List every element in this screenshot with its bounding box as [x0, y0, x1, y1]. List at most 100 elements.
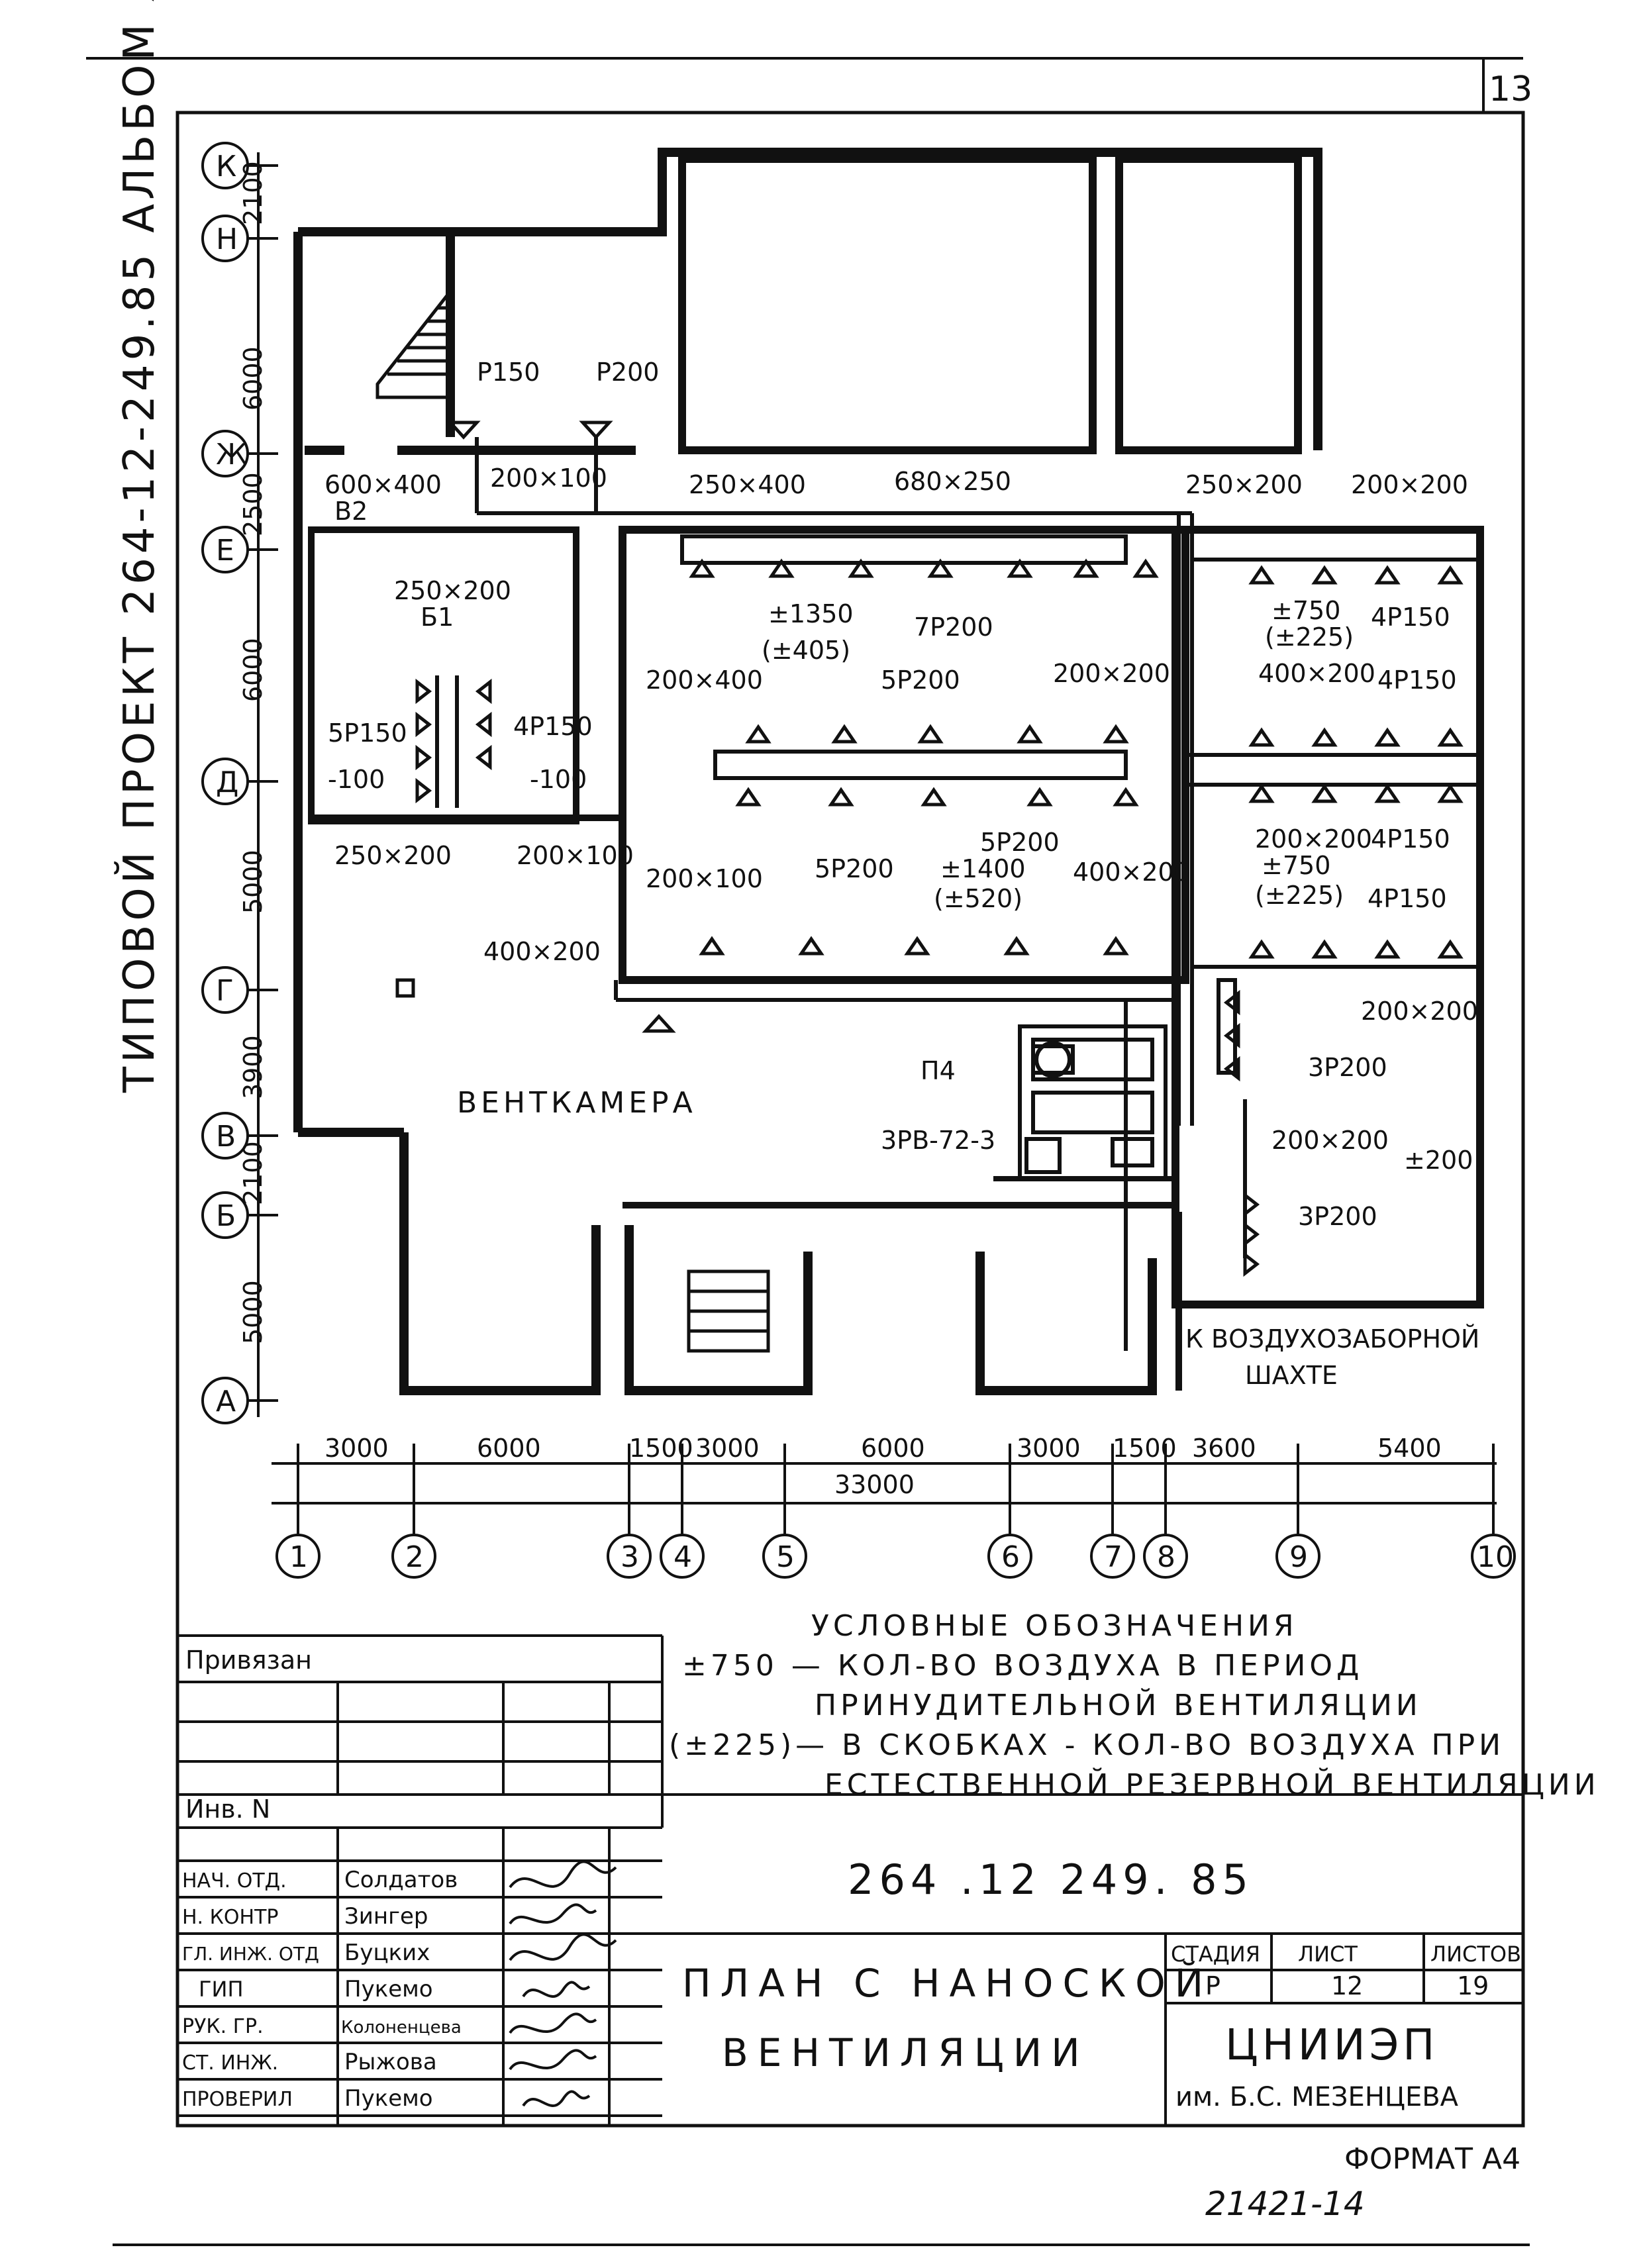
- column-dimension: 3000: [324, 1434, 389, 1463]
- row-dimension: 6000: [238, 638, 268, 702]
- duct-size-label: 200×200: [1351, 470, 1468, 499]
- format-label: ФОРМАТ А4: [1344, 2142, 1520, 2176]
- diffuser-group-label: 4P150: [1377, 666, 1457, 695]
- title-block: [177, 1634, 1523, 2126]
- column-axis-label: 9: [1289, 1540, 1308, 1574]
- system-label: B2: [334, 497, 368, 526]
- room-label: ВЕНТКАМЕРА: [457, 1086, 697, 1120]
- row-axis-label: Н: [216, 222, 238, 256]
- column-dimension: 1500: [629, 1434, 693, 1463]
- legend-line: ПРИНУДИТЕЛЬНОЙ ВЕНТИЛЯЦИИ: [815, 1687, 1422, 1722]
- airflow-reserve-value: (±520): [934, 884, 1022, 913]
- duct-size-label: 200×200: [1053, 659, 1170, 688]
- row-axes: [201, 142, 278, 1424]
- signature-role: СТ. ИНЖ.: [182, 2051, 278, 2075]
- duct-size-label: 200×400: [646, 666, 763, 695]
- column-axes: [272, 1444, 1516, 1579]
- diffuser-group-label: 4P150: [1371, 824, 1450, 854]
- airflow-value: ±750: [1271, 596, 1340, 625]
- column-dimension: 1500: [1113, 1434, 1177, 1463]
- diffuser-label: P200: [596, 358, 659, 387]
- diffuser-group-label: 5P150: [328, 718, 407, 748]
- staircase: [375, 286, 770, 1353]
- signature-role: ГИП: [199, 1977, 244, 2002]
- airflow-value: ±1400: [940, 854, 1026, 883]
- signature-name: Пукемо: [344, 1976, 433, 2002]
- signature-role: ПРОВЕРИЛ: [182, 2088, 293, 2111]
- sheet-number: 13: [1489, 70, 1532, 109]
- legend-line: ±750 — КОЛ-ВО ВОЗДУХА В ПЕРИОД: [682, 1649, 1363, 1683]
- row-dimension: 5000: [238, 850, 268, 914]
- row-axis-label: А: [216, 1385, 236, 1418]
- sheets-header: ЛИСТОВ: [1430, 1942, 1521, 1967]
- row-dimension: 5000: [238, 1280, 268, 1344]
- stage-header: СТАДИЯ: [1171, 1942, 1260, 1967]
- row-axis-label: К: [216, 150, 236, 183]
- duct-size-label: 200×100: [490, 464, 607, 493]
- side-title: ТИПОВОЙ ПРОЕКТ 264-12-249.85 АЛЬБОМ XI: [114, 0, 164, 1093]
- legend-line: ЕСТЕСТВЕННОЙ РЕЗЕРВНОЙ ВЕНТИЛЯЦИИ: [824, 1767, 1600, 1802]
- signature-role: ГЛ. ИНЖ. ОТД: [182, 1943, 319, 1965]
- signature-name: Зингер: [344, 1903, 428, 1930]
- sheets-value: 19: [1457, 1971, 1489, 2000]
- duct-size-label: 200×200: [1271, 1126, 1389, 1155]
- row-axis-label: В: [216, 1120, 236, 1154]
- signature-name: Рыжова: [344, 2049, 437, 2075]
- diffuser-group-label: 3P200: [1308, 1053, 1387, 1082]
- row-dimension: 3900: [238, 1035, 268, 1099]
- row-axis-label: Е: [216, 534, 234, 567]
- diffuser-group-label: 3P200: [1298, 1202, 1377, 1231]
- drawing-title: ПЛАН С НАНОСКОЙ: [682, 1960, 1213, 2006]
- inventory-label: Инв. N: [185, 1795, 270, 1824]
- organization-subtitle: им. Б.С. МЕЗЕНЦЕВА: [1175, 2082, 1459, 2112]
- signature-name: Буцких: [344, 1940, 430, 1966]
- shaft-note: ШАХТЕ: [1245, 1361, 1338, 1390]
- signature-role: РУК. ГР.: [182, 2015, 264, 2038]
- airflow-value: ±750: [1262, 851, 1330, 880]
- column-axis-label: 7: [1104, 1540, 1122, 1574]
- diffuser-group-label: 7P200: [914, 613, 993, 642]
- organization-name: ЦНИИЭП: [1225, 2021, 1438, 2070]
- shaft-note: К ВОЗДУХОЗАБОРНОЙ: [1185, 1324, 1479, 1354]
- column-dimension: 6000: [477, 1434, 541, 1463]
- column-axis-label: 1: [289, 1540, 308, 1574]
- duct-size-label: 200×100: [646, 864, 763, 893]
- signature-name: Солдатов: [344, 1867, 458, 1893]
- drawing-title: ВЕНТИЛЯЦИИ: [722, 2030, 1089, 2075]
- column-dimension: 3000: [1017, 1434, 1081, 1463]
- duct-size-label: 200×200: [1255, 824, 1372, 854]
- inventory-number: 21421-14: [1205, 2185, 1365, 2223]
- plan-labels: ВЕНТКАМЕРА P150 P200 600×400 B2 200×100 …: [324, 358, 1479, 1390]
- legend: УСЛОВНЫЕ ОБОЗНАЧЕНИЯ ±750 — КОЛ-ВО ВОЗДУ…: [669, 1609, 1600, 1802]
- row-axis-label: Д: [216, 765, 238, 799]
- duct-size-label: 250×200: [394, 576, 511, 605]
- row-axis-label: Ж: [216, 438, 247, 471]
- room-marker: [395, 978, 415, 998]
- hand-signatures: [509, 1860, 617, 2107]
- signature-name: Колоненцева: [341, 2018, 462, 2038]
- column-dimension: 3000: [695, 1434, 760, 1463]
- row-axis-label: Б: [216, 1199, 236, 1233]
- sheet-header: ЛИСТ: [1298, 1942, 1358, 1967]
- row-dimension: 2500: [238, 472, 268, 536]
- column-axis-label: 10: [1477, 1540, 1514, 1574]
- row-dimension: 2100: [238, 161, 268, 225]
- title-block-text: Привязан Инв. N 264 .12 249. 85 ПЛАН С Н…: [182, 1646, 1521, 2112]
- column-axis-label: 8: [1157, 1540, 1175, 1574]
- column-axis-label: 3: [621, 1540, 639, 1574]
- airflow-value: ±200: [1404, 1146, 1473, 1175]
- column-axis-labels: 1 2 3 4 5 6 7 8 9 10: [289, 1540, 1514, 1574]
- diffuser-group-label: 4P150: [1371, 603, 1450, 632]
- duct-size-label: 680×250: [894, 467, 1011, 496]
- diffuser-group-label: 5P200: [881, 666, 960, 695]
- unit-label: П4: [921, 1056, 956, 1085]
- diffuser-group-label: 4P150: [1368, 884, 1447, 913]
- diffuser-label: P150: [477, 358, 540, 387]
- column-dimension: 5400: [1377, 1434, 1442, 1463]
- column-axis-label: 5: [776, 1540, 795, 1574]
- signature-name: Пукемо: [344, 2085, 433, 2112]
- fan-label: 3PB-72-3: [881, 1126, 995, 1155]
- document-code: 264 .12 249. 85: [848, 1855, 1254, 1904]
- column-dimension: 3600: [1192, 1434, 1256, 1463]
